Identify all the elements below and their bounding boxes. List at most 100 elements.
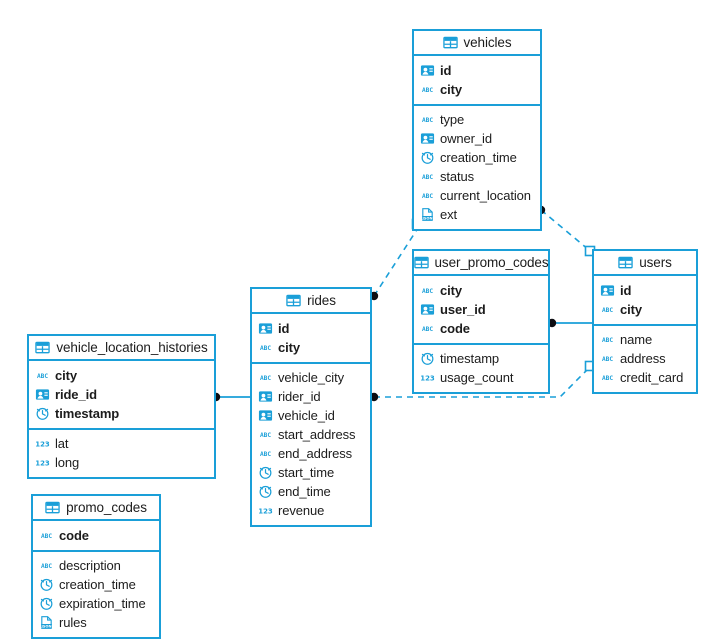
column-row[interactable]: creation_time [33,575,159,594]
column-name: address [620,351,666,366]
column-row[interactable]: ABC status [414,167,540,186]
abc-text-icon: ABC [258,427,273,442]
clock-icon [39,596,54,611]
primary-key-row[interactable]: id [594,281,696,300]
table-grid-icon [442,35,458,50]
svg-text:ABC: ABC [602,375,613,382]
column-name: ext [440,207,458,222]
column-name: revenue [278,503,325,518]
svg-text:ABC: ABC [41,533,52,540]
column-row[interactable]: end_time [252,482,370,501]
column-row[interactable]: 123 usage_count [414,368,548,387]
column-name: code [440,321,470,336]
column-row[interactable]: start_time [252,463,370,482]
column-name: expiration_time [59,596,146,611]
column-row[interactable]: 123 revenue [252,501,370,520]
table-header-users[interactable]: users [594,251,696,276]
svg-text:ABC: ABC [260,375,271,382]
table-header-user_promo_codes[interactable]: user_promo_codes [413,251,549,276]
primary-key-row[interactable]: ride_id [29,385,214,404]
column-name: vehicle_city [278,370,344,385]
table-title: vehicle_location_histories [56,340,208,355]
primary-key-row[interactable]: timestamp [29,404,214,423]
column-name: rules [59,615,87,630]
column-row[interactable]: vehicle_id [252,406,370,425]
id-card-icon [258,389,273,404]
abc-text-icon: ABC [420,188,435,203]
table-header-rides[interactable]: rides [252,289,370,314]
column-row[interactable]: ABC address [594,349,696,368]
column-row[interactable]: ABC end_address [252,444,370,463]
svg-text:ABC: ABC [602,356,613,363]
column-name: status [440,169,475,184]
column-name: start_address [278,427,356,442]
column-name: end_address [278,446,353,461]
column-name: usage_count [440,370,514,385]
abc-text-icon: ABC [420,82,435,97]
primary-key-row[interactable]: user_id [414,300,548,319]
svg-text:ABC: ABC [422,193,433,200]
abc-text-icon: ABC [258,446,273,461]
column-row[interactable]: creation_time [414,148,540,167]
abc-text-icon: ABC [39,558,54,573]
column-row[interactable]: timestamp [414,349,548,368]
table-header-vehicle_location_histories[interactable]: vehicle_location_histories [29,336,214,361]
column-row[interactable]: ABC start_address [252,425,370,444]
table-header-promo_codes[interactable]: promo_codes [33,496,159,521]
primary-key-row[interactable]: id [414,61,540,80]
relationship-user_promo_codes-to-users[interactable] [547,318,592,328]
numeric-icon: 123 [35,455,50,470]
column-row[interactable]: ABC vehicle_city [252,368,370,387]
svg-text:123: 123 [258,507,273,515]
column-row[interactable]: expiration_time [33,594,159,613]
primary-key-row[interactable]: id [252,319,370,338]
column-name: timestamp [440,351,500,366]
column-name: name [620,332,653,347]
clock-icon [258,465,273,480]
svg-text:123: 123 [35,440,50,448]
svg-text:JSON: JSON [421,216,432,220]
column-row[interactable]: JSON ext [414,205,540,224]
column-row[interactable]: owner_id [414,129,540,148]
table-header-vehicles[interactable]: vehicles [414,31,540,56]
relationship-vehicle_location_histories-to-rides[interactable] [211,392,250,402]
column-name: city [440,283,463,298]
column-name: city [55,368,78,383]
column-row[interactable]: rider_id [252,387,370,406]
svg-text:123: 123 [420,374,435,382]
column-name: owner_id [440,131,492,146]
column-name: id [620,283,632,298]
table-title: vehicles [463,35,512,50]
table-title: rides [307,293,336,308]
svg-text:ABC: ABC [422,174,433,181]
svg-text:ABC: ABC [260,432,271,439]
numeric-icon: 123 [420,370,435,385]
